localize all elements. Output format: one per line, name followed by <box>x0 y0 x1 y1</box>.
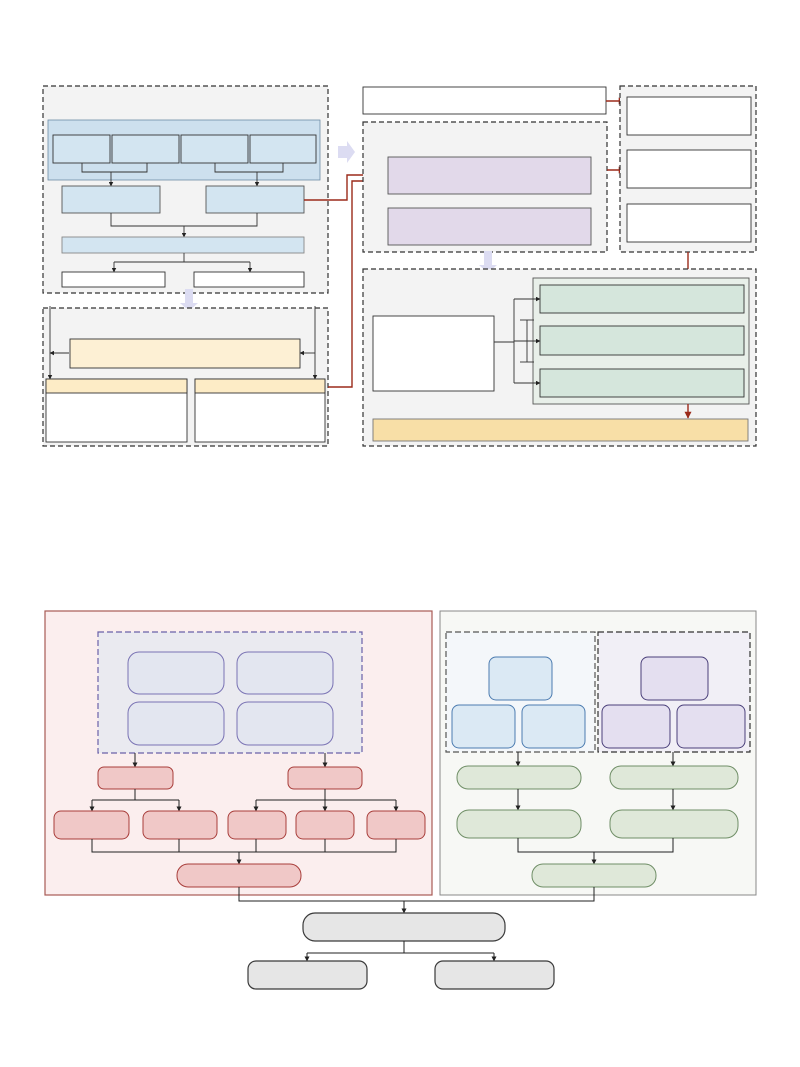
yellow-process-bar <box>69 338 301 369</box>
light-blue-box-left <box>451 704 516 749</box>
green-box-1 <box>539 284 745 314</box>
lavender-flow-arrow-right <box>479 251 497 273</box>
red-leaf-4 <box>295 810 355 840</box>
white-output-box-right <box>193 271 305 288</box>
red-node-a <box>97 766 174 790</box>
white-source-box <box>372 315 495 392</box>
blue-mid-box-right <box>205 185 305 214</box>
violet-box-top <box>640 656 709 701</box>
blue-merge-bar <box>61 236 305 254</box>
sage-node-2 <box>609 765 739 790</box>
top-left-panel <box>42 85 329 294</box>
red-leaf-5 <box>366 810 426 840</box>
lavender-box-1 <box>127 651 225 695</box>
blue-box-1 <box>52 134 111 164</box>
light-blue-box-top <box>488 656 553 701</box>
sage-node-4 <box>609 809 739 839</box>
blue-box-3 <box>180 134 249 164</box>
red-leaf-1 <box>53 810 130 840</box>
green-box-3 <box>539 368 745 398</box>
bottom-right-panel <box>362 268 757 447</box>
red-leaf-2 <box>142 810 218 840</box>
red-leaf-3 <box>227 810 287 840</box>
red-merge-node <box>176 863 302 888</box>
sage-node-3 <box>456 809 582 839</box>
blue-mid-box-left <box>61 185 161 214</box>
lavender-flow-arrow-mid <box>338 141 355 163</box>
orange-output-bar <box>372 418 749 442</box>
green-panel <box>439 610 757 896</box>
final-merge <box>238 887 595 990</box>
right-white-box-1 <box>626 96 752 136</box>
sage-merge-node <box>531 863 657 888</box>
red-node-b <box>287 766 363 790</box>
green-box-2 <box>539 325 745 356</box>
right-white-box-2 <box>626 149 752 189</box>
grey-output-right <box>434 960 555 990</box>
far-right-panel <box>619 85 757 253</box>
violet-box-left <box>601 704 671 749</box>
pink-panel <box>44 610 433 896</box>
blue-box-2 <box>111 134 180 164</box>
yellow-card-right-header <box>194 378 326 394</box>
lavender-box-4 <box>236 701 334 746</box>
sage-node-1 <box>456 765 582 790</box>
blue-box-4 <box>249 134 317 164</box>
right-white-box-3 <box>626 203 752 243</box>
top-header-box <box>362 86 607 115</box>
grey-result-node <box>302 912 506 942</box>
purple-box-upper <box>387 156 592 195</box>
white-output-box-left <box>61 271 166 288</box>
purple-box-lower <box>387 207 592 246</box>
yellow-card-left-header <box>45 378 188 394</box>
lavender-box-2 <box>236 651 334 695</box>
violet-box-right <box>676 704 746 749</box>
purple-panel <box>362 121 608 253</box>
grey-output-left <box>247 960 368 990</box>
light-blue-box-right <box>521 704 586 749</box>
lavender-box-3 <box>127 701 225 746</box>
bottom-left-panel <box>42 306 329 447</box>
lavender-flow-arrow-left <box>180 289 198 311</box>
